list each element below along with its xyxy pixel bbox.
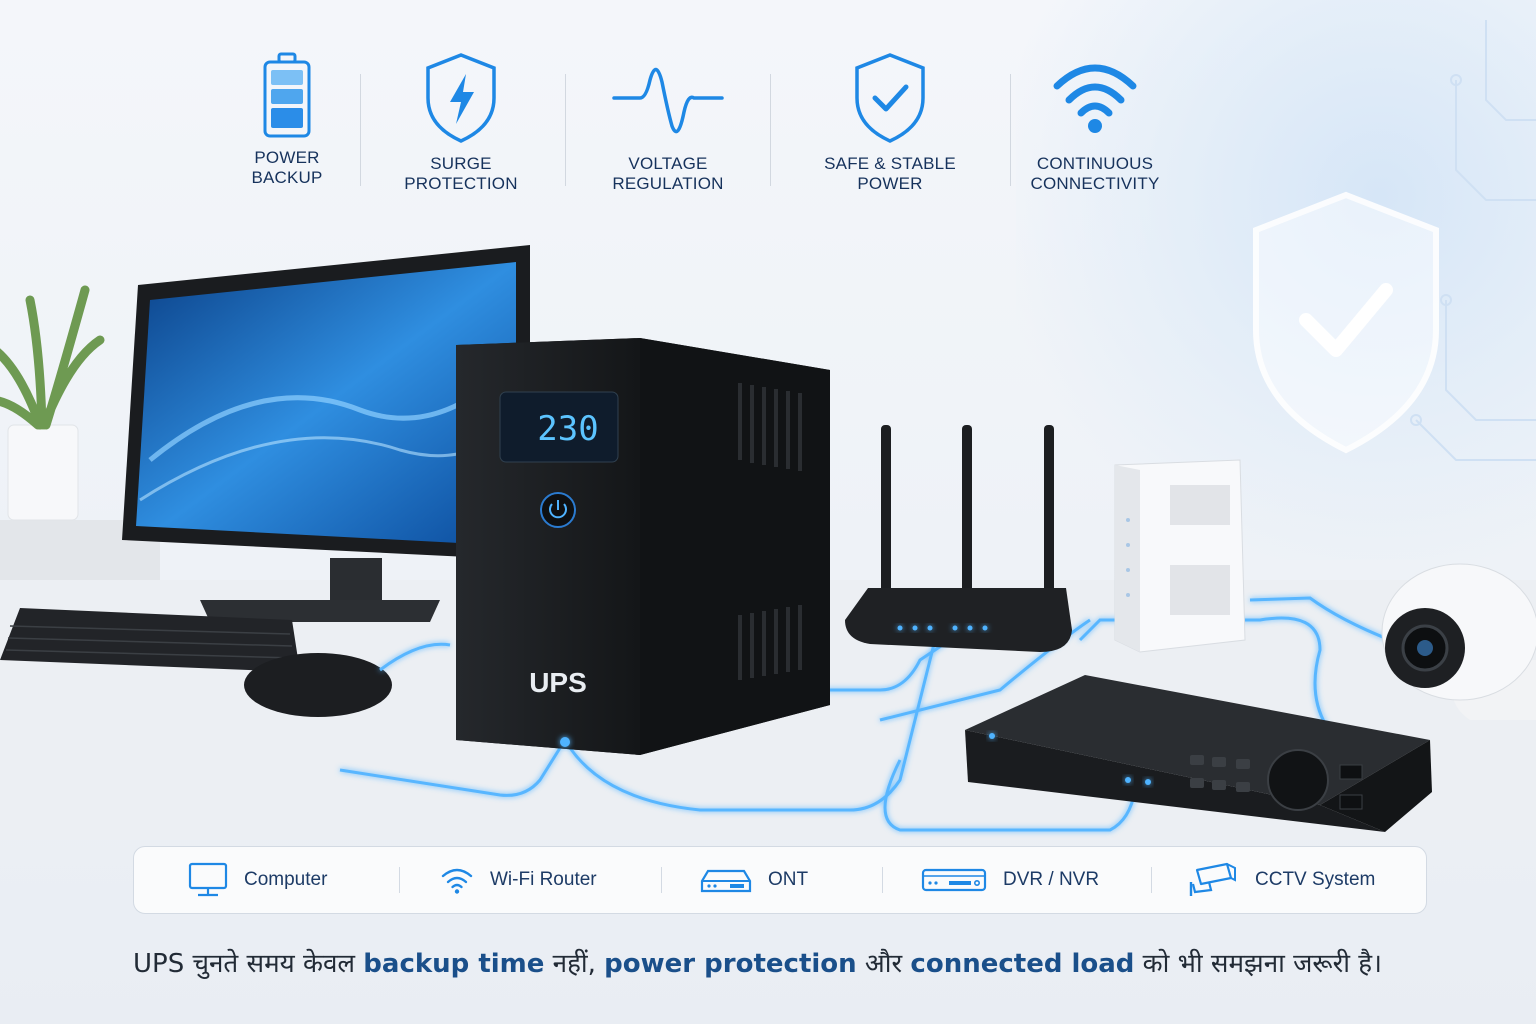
- caption-part: को भी समझना जरूरी है।: [1134, 949, 1382, 979]
- shield-check-icon: [855, 53, 925, 143]
- divider: [360, 74, 361, 186]
- dvr-icon: [921, 868, 987, 892]
- caption-highlight: connected load: [910, 949, 1135, 979]
- divider: [565, 74, 566, 186]
- ont-device: [1114, 459, 1246, 653]
- caption-highlight: power protection: [604, 949, 857, 979]
- device-cctv: CCTV System: [1189, 847, 1375, 913]
- caption: UPS चुनते समय केवल backup time नहीं, pow…: [133, 944, 1433, 984]
- device-computer: Computer: [188, 847, 327, 913]
- device-scene: 230 UPS: [0, 245, 1536, 840]
- connected-devices-bar: Computer Wi-Fi Router ONT DVR / NVR: [133, 846, 1427, 914]
- wifi-router: [845, 425, 1072, 652]
- cctv-icon: [1189, 862, 1236, 896]
- device-label: Computer: [244, 869, 328, 890]
- feature-power-backup: POWER BACKUP: [232, 52, 342, 188]
- divider: [1010, 74, 1011, 186]
- battery-icon: [263, 52, 311, 138]
- mouse: [244, 653, 392, 717]
- feature-label: POWER BACKUP: [251, 148, 323, 187]
- keyboard: [0, 608, 300, 672]
- background-glow: [1016, 0, 1536, 560]
- device-label: ONT: [768, 869, 809, 890]
- feature-voltage-regulation: VOLTAGE REGULATION: [600, 52, 736, 194]
- caption-part: UPS चुनते समय केवल: [133, 949, 364, 979]
- wifi-icon: [441, 868, 473, 894]
- feature-continuous-connectivity: CONTINUOUS CONNECTIVITY: [1020, 52, 1170, 194]
- divider: [661, 867, 662, 893]
- feature-label: SURGE PROTECTION: [404, 154, 518, 193]
- dvr-nvr: [965, 675, 1432, 832]
- feature-surge-protection: SURGE PROTECTION: [395, 52, 527, 194]
- monitor-icon: [188, 862, 228, 897]
- plant: [0, 285, 105, 521]
- shield-watermark-icon: [1253, 20, 1536, 461]
- feature-safe-stable-power: SAFE & STABLE POWER: [815, 52, 965, 194]
- device-ont: ONT: [700, 847, 808, 913]
- caption-highlight: backup time: [363, 949, 545, 979]
- device-label: Wi-Fi Router: [490, 869, 597, 890]
- device-label: DVR / NVR: [1003, 869, 1100, 890]
- feature-label: CONTINUOUS CONNECTIVITY: [1030, 154, 1160, 193]
- divider: [882, 867, 883, 893]
- ont-icon: [700, 869, 752, 893]
- cctv-camera: [1381, 563, 1536, 720]
- device-wifi-router: Wi-Fi Router: [440, 847, 597, 913]
- caption-part: नहीं,: [544, 949, 605, 979]
- feature-row: POWER BACKUP SURGE PROTECTION VOLTAGE RE…: [215, 52, 1195, 202]
- divider: [399, 867, 400, 893]
- feature-label: SAFE & STABLE POWER: [824, 154, 956, 193]
- wifi-icon: [1053, 64, 1137, 133]
- shield-bolt-icon: [426, 53, 496, 143]
- computer-monitor: [122, 245, 530, 622]
- ups-brand-label: UPS: [529, 667, 587, 698]
- device-dvr-nvr: DVR / NVR: [921, 847, 1099, 913]
- device-label: CCTV System: [1255, 869, 1376, 890]
- feature-label: VOLTAGE REGULATION: [612, 154, 724, 193]
- ups-unit: [456, 338, 830, 755]
- waveform-icon: [612, 67, 724, 134]
- ups-display-value: 230: [537, 409, 598, 449]
- divider: [1151, 867, 1152, 893]
- divider: [770, 74, 771, 186]
- caption-part: और: [856, 949, 911, 979]
